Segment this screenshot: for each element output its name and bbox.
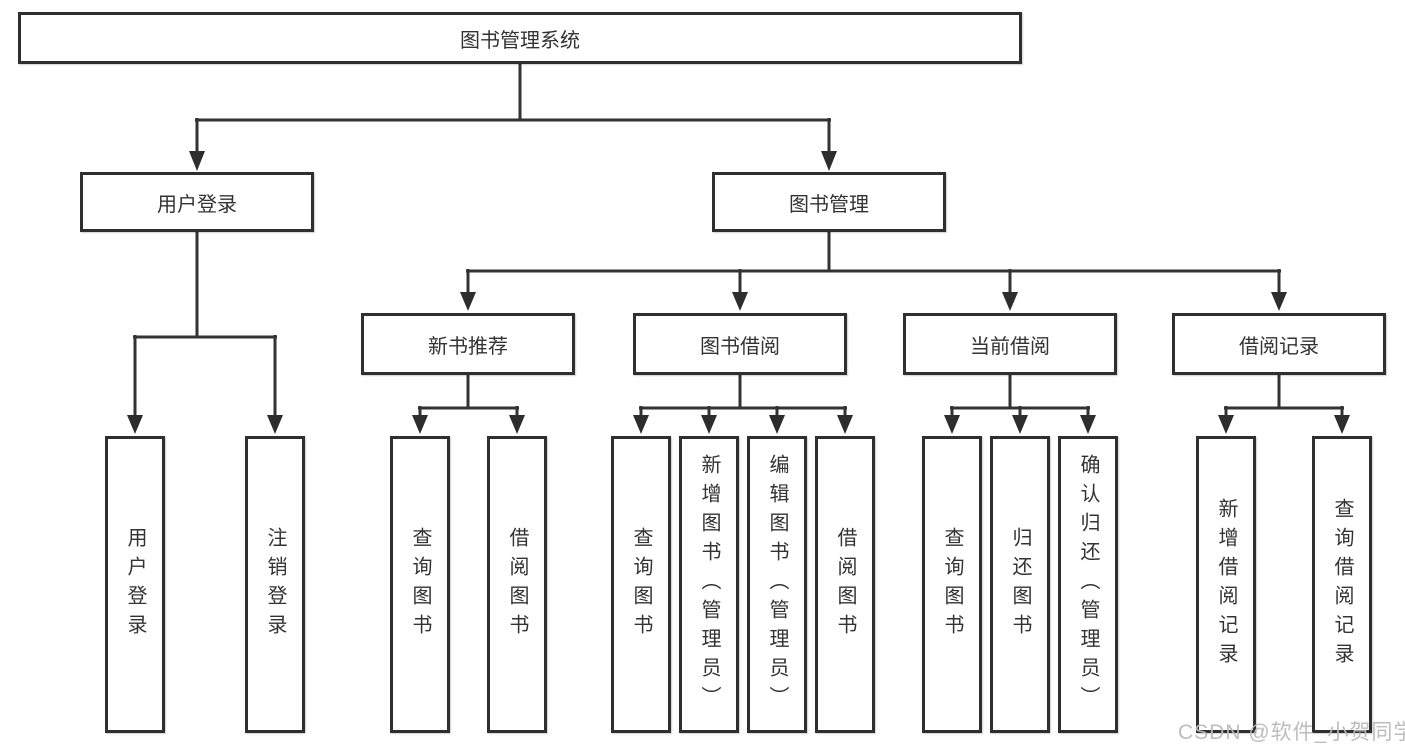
- node-label: 归还图书: [1009, 526, 1031, 643]
- node-label: 用户登录: [157, 193, 237, 216]
- node-label: 确认归还（管理员）: [1077, 454, 1099, 715]
- node-label: 查询图书: [630, 526, 652, 643]
- node-label: 图书管理: [789, 193, 869, 216]
- csdn-watermark: CSDN @软件_小贺同学: [1178, 721, 1405, 744]
- node-label: 查询图书: [941, 526, 963, 643]
- node-confirm-return-admin: 确认归还（管理员）: [1058, 436, 1118, 733]
- edge-current-borrowing-to-leaves: [944, 375, 1096, 434]
- node-borrow-books-borrowing: 借阅图书: [815, 436, 875, 733]
- node-label: 编辑图书（管理员）: [766, 454, 788, 715]
- node-current-borrowing: 当前借阅: [903, 313, 1117, 375]
- node-label: 图书管理系统: [460, 29, 580, 52]
- node-query-borrow-record: 查询借阅记录: [1312, 436, 1372, 733]
- node-edit-books-admin: 编辑图书（管理员）: [747, 436, 807, 733]
- edge-book-borrowing-to-leaves: [633, 375, 853, 434]
- edge-root-to-level2: [189, 64, 837, 171]
- node-label: 查询借阅记录: [1331, 497, 1353, 672]
- node-logout-leaf: 注销登录: [245, 436, 305, 733]
- node-label: 新增借阅记录: [1215, 497, 1237, 672]
- node-return-books: 归还图书: [990, 436, 1050, 733]
- node-user-login-leaf: 用户登录: [105, 436, 165, 733]
- node-label: 借阅图书: [834, 526, 856, 643]
- node-new-book-recommendation: 新书推荐: [361, 313, 575, 375]
- node-label: 注销登录: [264, 526, 286, 643]
- node-borrowing-records: 借阅记录: [1172, 313, 1386, 375]
- edge-book-management-to-level3: [460, 232, 1287, 311]
- node-label: 借阅图书: [506, 526, 528, 643]
- node-label: 用户登录: [124, 526, 146, 643]
- node-add-books-admin: 新增图书（管理员）: [679, 436, 739, 733]
- node-book-borrowing: 图书借阅: [633, 313, 847, 375]
- node-query-books-borrowing: 查询图书: [611, 436, 671, 733]
- node-borrow-books-recommend: 借阅图书: [487, 436, 547, 733]
- node-label: 图书借阅: [700, 335, 780, 358]
- node-label: 新增图书（管理员）: [698, 454, 720, 715]
- edge-borrowing-records-to-leaves: [1218, 375, 1350, 434]
- node-query-books-current: 查询图书: [922, 436, 982, 733]
- node-user-login: 用户登录: [80, 172, 314, 232]
- node-book-management-system: 图书管理系统: [18, 12, 1022, 64]
- node-label: 新书推荐: [428, 335, 508, 358]
- node-label: 借阅记录: [1239, 335, 1319, 358]
- edge-new-book-recommendation-to-leaves: [412, 375, 525, 434]
- node-query-books-recommend: 查询图书: [390, 436, 450, 733]
- edge-user-login-to-leaves: [127, 232, 283, 434]
- node-label: 查询图书: [409, 526, 431, 643]
- node-label: 当前借阅: [970, 335, 1050, 358]
- node-book-management: 图书管理: [712, 172, 946, 232]
- node-add-borrow-record: 新增借阅记录: [1196, 436, 1256, 733]
